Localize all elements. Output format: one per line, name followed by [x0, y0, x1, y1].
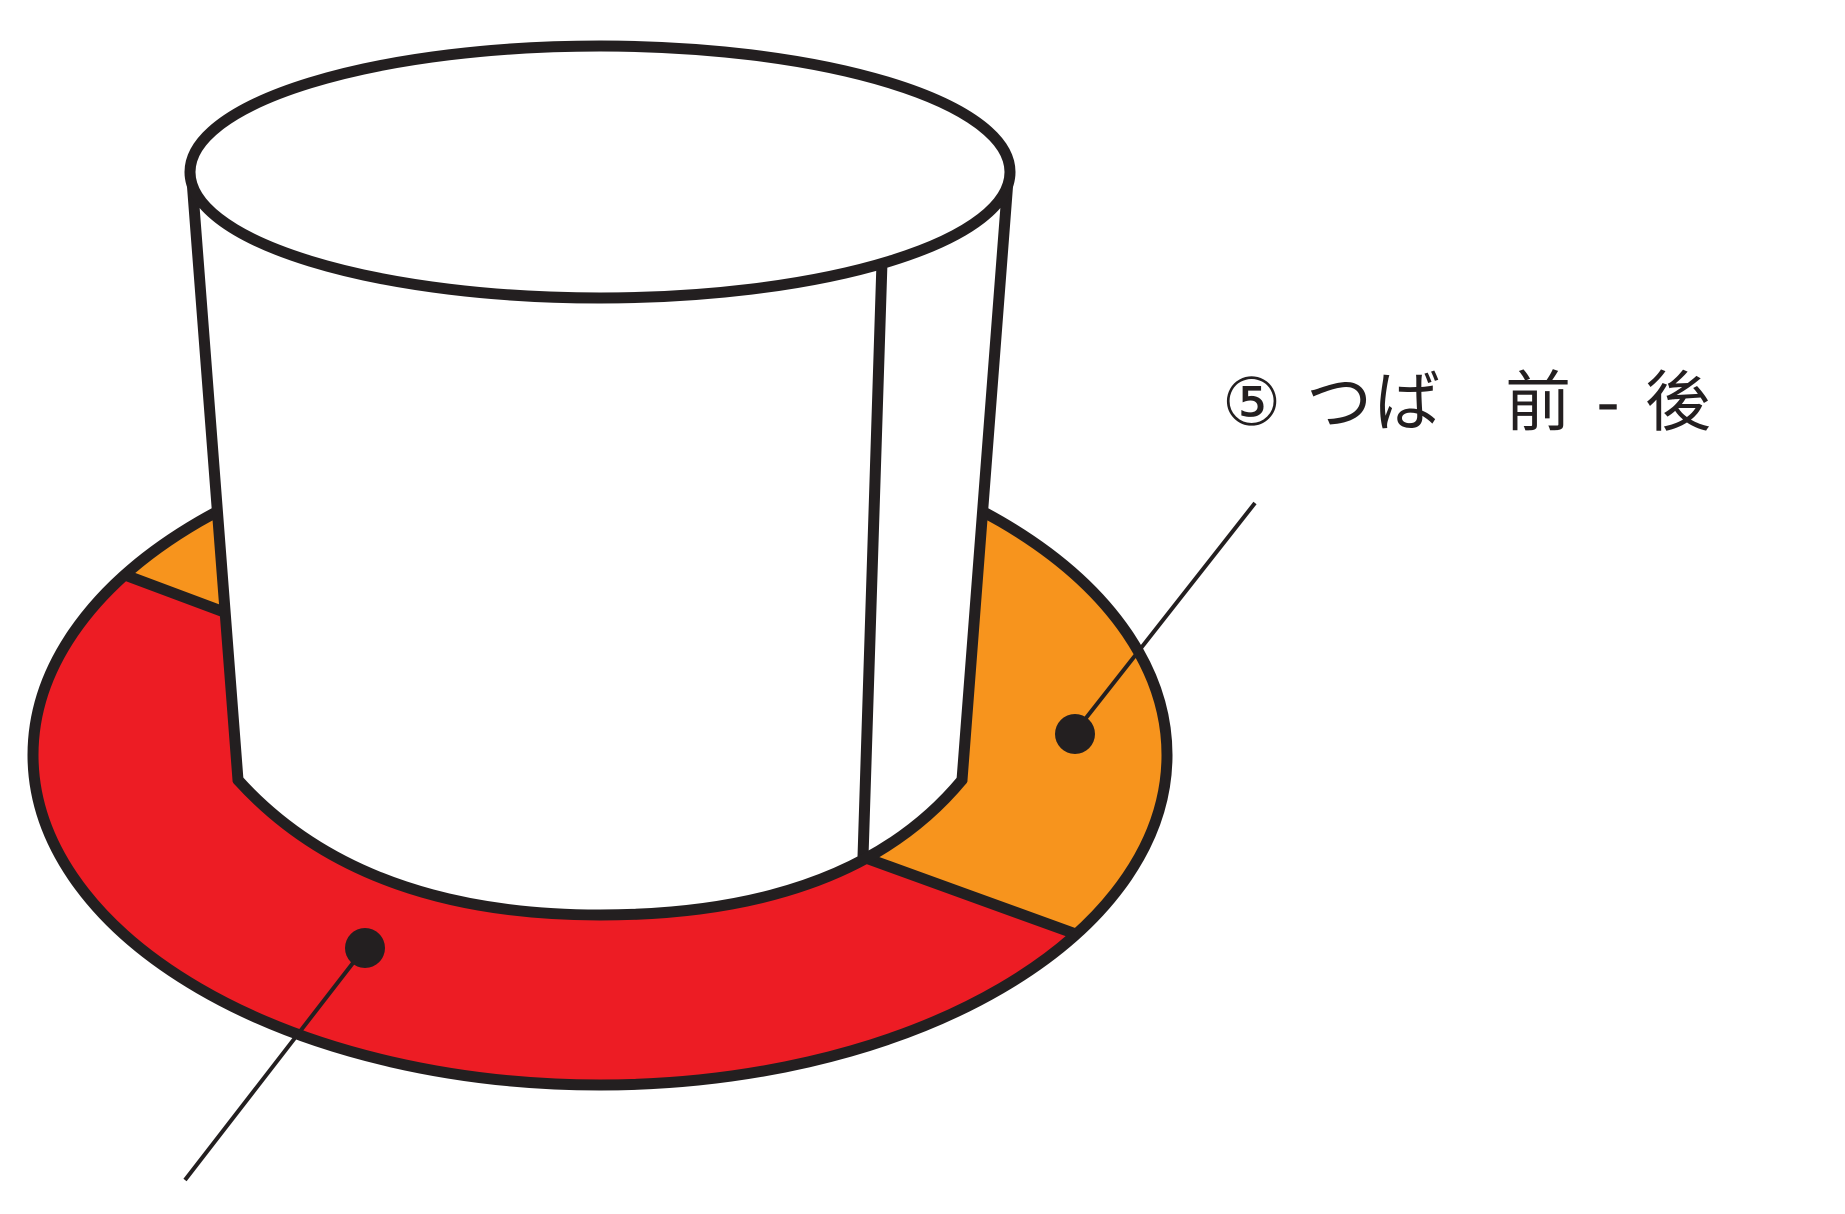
marker-dot-back	[1055, 714, 1095, 754]
crown-top	[184, 40, 1016, 304]
part-detail: 前 - 後	[1505, 364, 1713, 441]
marker-dot-front	[345, 928, 385, 968]
brim-front-region	[33, 575, 1073, 1082]
brim-divider-left	[119, 569, 230, 618]
part-number: ⑤	[1222, 364, 1283, 441]
crown-side-left	[186, 174, 244, 786]
brim-divider-right	[857, 851, 1079, 939]
crown	[184, 40, 1016, 921]
callouts	[183, 501, 1257, 1182]
part-name: つば	[1306, 364, 1442, 441]
svg-text:⑤ つば 前 - 後: ⑤ つば 前 - 後	[1222, 364, 1713, 441]
leader-line-front	[183, 948, 365, 1182]
crown-side-right	[956, 174, 1014, 786]
part-label: ⑤ つば 前 - 後	[1222, 364, 1713, 441]
leader-line-back	[1073, 501, 1257, 734]
crown-bottom-curve	[232, 774, 968, 921]
crown-seam	[857, 256, 888, 863]
